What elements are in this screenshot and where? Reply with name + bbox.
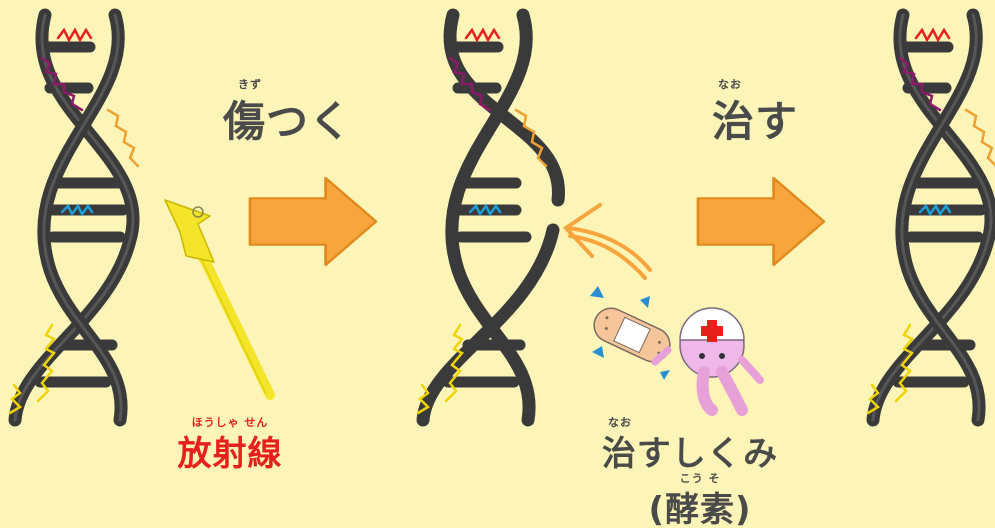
bandage-icon <box>593 307 671 363</box>
dna-helix-3 <box>868 15 995 420</box>
damage-label: 傷つく <box>222 97 352 146</box>
damage-ruby: きず <box>238 78 262 91</box>
big-arrow-icon-2 <box>696 176 826 267</box>
dna-helix-2 <box>416 8 565 427</box>
dna-helix-1 <box>10 15 138 420</box>
radiation-ruby: ほうしゃ せん <box>191 416 269 429</box>
repairer-ruby: なお <box>608 416 632 429</box>
radiation-label: 放射線 <box>177 434 283 474</box>
repair-direction-arrow-icon <box>562 203 652 280</box>
big-arrow-icon <box>248 176 378 267</box>
repair-label: 治す <box>711 97 798 146</box>
radiation-arrow-icon <box>164 199 275 400</box>
enzyme-label: (酵素) <box>648 490 752 528</box>
nurse-enzyme-character-icon <box>590 286 764 416</box>
repair-ruby: なお <box>718 78 742 91</box>
enzyme-ruby: こう そ <box>679 472 721 485</box>
repairer-label: 治すしくみ <box>601 434 779 474</box>
